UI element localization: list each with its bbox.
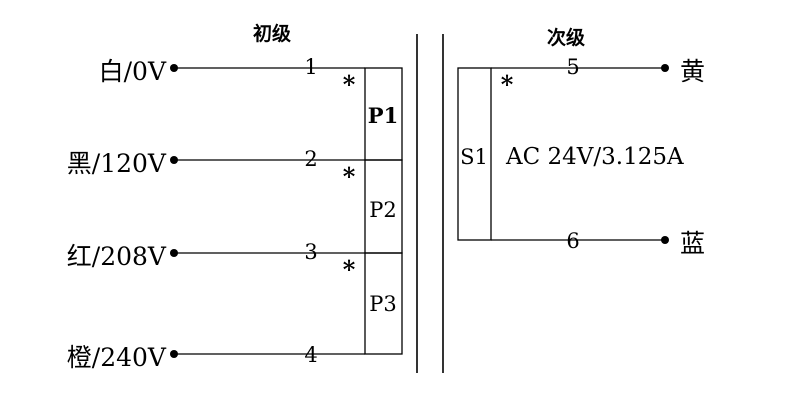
polarity-mark-5: * xyxy=(501,70,514,99)
pin-number-2: 2 xyxy=(304,147,317,171)
pin-number-3: 3 xyxy=(304,240,317,264)
primary-heading: 初级 xyxy=(253,22,291,45)
winding-p1-label: P1 xyxy=(368,103,398,128)
winding-s1-box xyxy=(457,67,492,241)
winding-p2-label: P2 xyxy=(369,198,397,222)
secondary-rating: AC 24V/3.125A xyxy=(505,144,684,170)
terminal-label-black: 黑/120V xyxy=(67,149,167,178)
terminal-label-red: 红/208V xyxy=(67,242,167,271)
polarity-mark-1: * xyxy=(343,70,356,99)
pin-number-6: 6 xyxy=(566,229,579,253)
secondary-heading: 次级 xyxy=(547,26,585,49)
polarity-mark-2: * xyxy=(343,162,356,191)
terminal-label-white: 白/0V xyxy=(99,57,167,86)
pin-number-5: 5 xyxy=(566,55,579,79)
winding-p3-box xyxy=(364,252,403,355)
terminal-label-blue: 蓝 xyxy=(680,229,705,258)
terminal-dot-6 xyxy=(661,236,669,244)
pin-number-4: 4 xyxy=(304,343,317,367)
polarity-mark-3: * xyxy=(343,255,356,284)
winding-s1-label: S1 xyxy=(460,145,488,169)
terminal-label-orange: 橙/240V xyxy=(67,343,167,372)
pin-number-1: 1 xyxy=(304,55,317,79)
terminal-label-yellow: 黄 xyxy=(680,57,705,86)
terminal-dot-5 xyxy=(661,64,669,72)
winding-p3-label: P3 xyxy=(369,292,397,316)
